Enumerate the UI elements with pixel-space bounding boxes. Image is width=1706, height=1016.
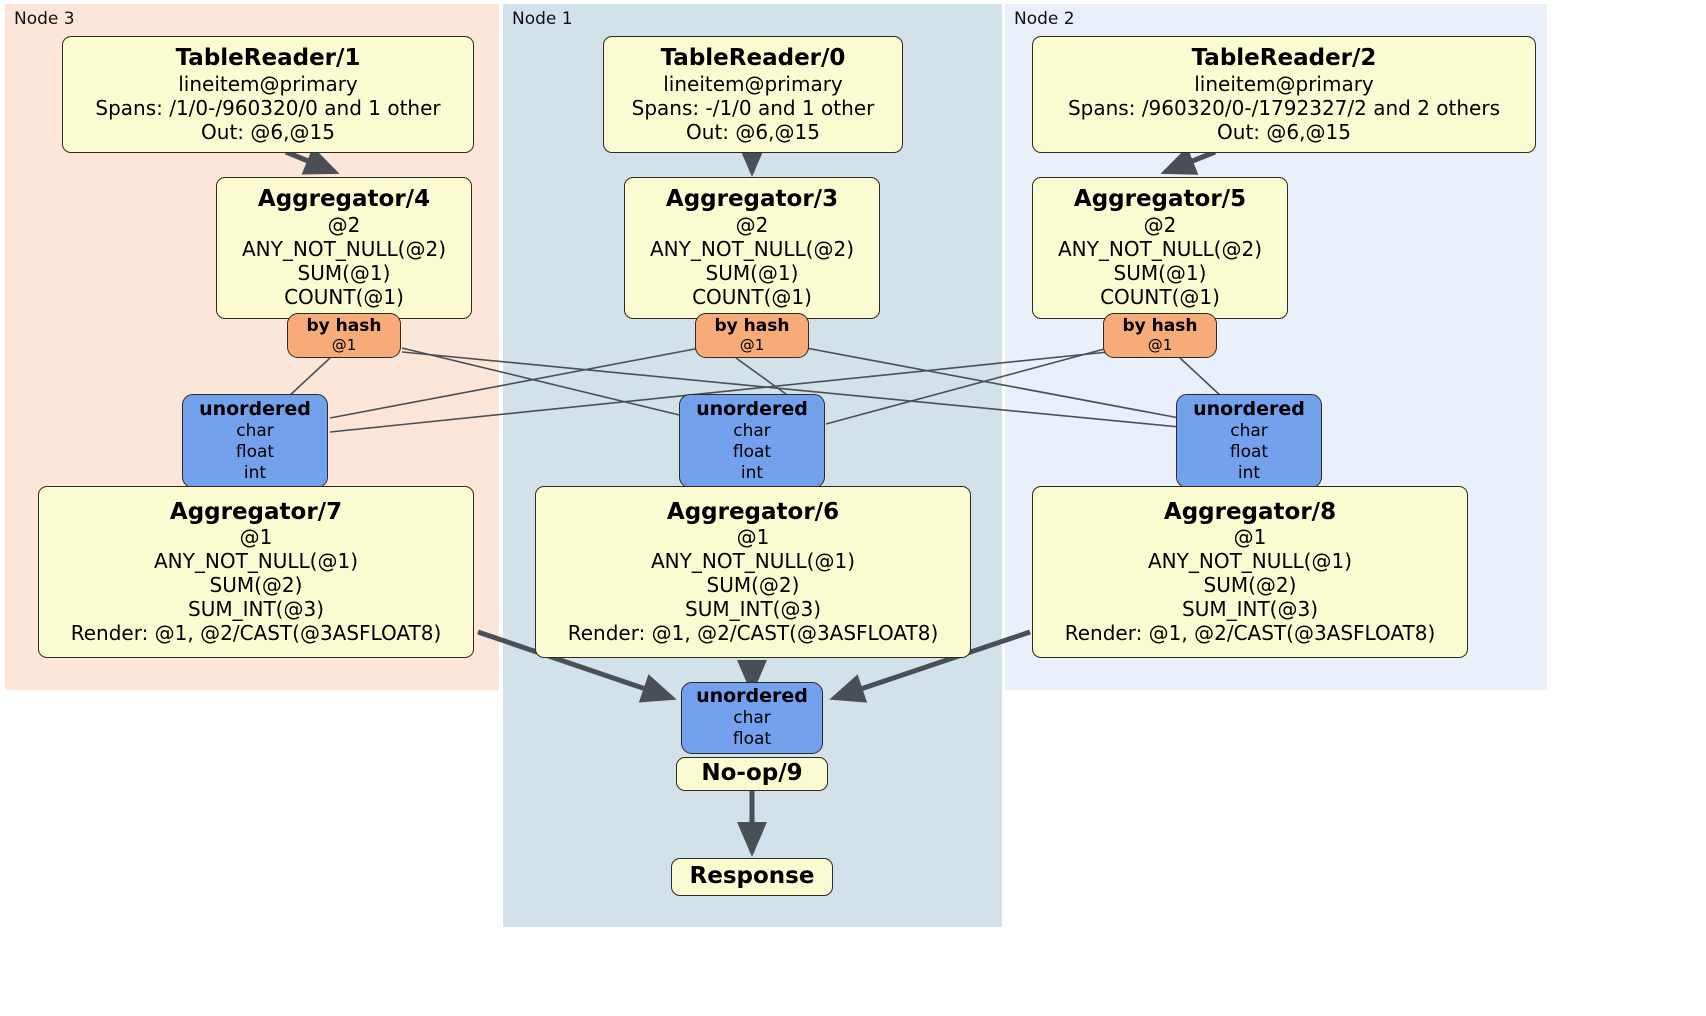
table-reader-2-out: Out: @6,@15 [1217, 119, 1351, 144]
synchronizer-node-1[interactable]: unordered char float int [679, 394, 825, 488]
aggregator-5-func-2: SUM(@1) [1113, 260, 1207, 285]
aggregator-4-title: Aggregator/4 [257, 186, 431, 212]
table-reader-2-spans: Spans: /960320/0-/1792327/2 and 2 others [1067, 95, 1500, 120]
panel-node-2-label: Node 2 [1014, 9, 1075, 29]
synchronizer-node-2[interactable]: unordered char float int [1176, 394, 1322, 488]
aggregator-8-title: Aggregator/8 [1163, 498, 1337, 525]
aggregator-5-box[interactable]: Aggregator/5 @2 ANY_NOT_NULL(@2) SUM(@1)… [1032, 177, 1288, 319]
aggregator-3-func-3: COUNT(@1) [692, 284, 812, 309]
table-reader-0-out: Out: @6,@15 [686, 119, 820, 144]
table-reader-0-spans: Spans: -/1/0 and 1 other [631, 95, 875, 120]
synchronizer-node-3-title: unordered [199, 397, 311, 420]
panel-node-1-label: Node 1 [512, 9, 573, 29]
aggregator-8-box[interactable]: Aggregator/8 @1 ANY_NOT_NULL(@1) SUM(@2)… [1032, 486, 1468, 658]
aggregator-3-box[interactable]: Aggregator/3 @2 ANY_NOT_NULL(@2) SUM(@1)… [624, 177, 880, 319]
hash-router-node-3[interactable]: by hash @1 [287, 313, 401, 358]
aggregator-8-render: Render: @1, @2/CAST(@3ASFLOAT8) [1064, 621, 1436, 646]
aggregator-6-render: Render: @1, @2/CAST(@3ASFLOAT8) [567, 621, 939, 646]
aggregator-4-box[interactable]: Aggregator/4 @2 ANY_NOT_NULL(@2) SUM(@1)… [216, 177, 472, 319]
synchronizer-node-3-type-1: char [236, 420, 274, 441]
aggregator-3-title: Aggregator/3 [665, 186, 839, 212]
hash-router-node-3-title: by hash [306, 316, 382, 337]
hash-router-node-3-key: @1 [331, 335, 357, 354]
hash-router-node-2[interactable]: by hash @1 [1103, 313, 1217, 358]
aggregator-7-func-3: SUM_INT(@3) [188, 597, 324, 622]
table-reader-1-title: TableReader/1 [175, 45, 361, 72]
aggregator-8-group: @1 [1233, 525, 1267, 550]
aggregator-7-func-1: ANY_NOT_NULL(@1) [154, 549, 358, 574]
no-op-9-title: No-op/9 [701, 760, 803, 787]
aggregator-4-func-2: SUM(@1) [297, 260, 391, 285]
no-op-9-box[interactable]: No-op/9 [676, 757, 828, 791]
final-synchronizer-title: unordered [696, 685, 808, 708]
aggregator-8-func-1: ANY_NOT_NULL(@1) [1148, 549, 1352, 574]
aggregator-5-title: Aggregator/5 [1073, 186, 1247, 212]
final-synchronizer-type-2: float [732, 729, 772, 750]
synchronizer-node-1-title: unordered [696, 397, 808, 420]
table-reader-1-spans: Spans: /1/0-/960320/0 and 1 other [95, 95, 441, 120]
synchronizer-node-2-type-2: float [1229, 441, 1269, 462]
aggregator-4-func-1: ANY_NOT_NULL(@2) [242, 236, 446, 261]
final-synchronizer-type-1: char [733, 708, 771, 729]
response-box[interactable]: Response [671, 858, 833, 896]
aggregator-3-group: @2 [735, 212, 769, 237]
aggregator-7-group: @1 [239, 525, 273, 550]
aggregator-3-func-2: SUM(@1) [705, 260, 799, 285]
table-reader-2-source: lineitem@primary [1194, 71, 1374, 96]
synchronizer-node-2-type-1: char [1230, 420, 1268, 441]
aggregator-4-group: @2 [327, 212, 361, 237]
hash-router-node-2-title: by hash [1122, 316, 1198, 337]
aggregator-7-title: Aggregator/7 [169, 498, 343, 525]
synchronizer-node-3[interactable]: unordered char float int [182, 394, 328, 488]
aggregator-6-box[interactable]: Aggregator/6 @1 ANY_NOT_NULL(@1) SUM(@2)… [535, 486, 971, 658]
table-reader-1-source: lineitem@primary [178, 71, 358, 96]
table-reader-2-title: TableReader/2 [1191, 45, 1377, 72]
aggregator-7-box[interactable]: Aggregator/7 @1 ANY_NOT_NULL(@1) SUM(@2)… [38, 486, 474, 658]
table-reader-0-box[interactable]: TableReader/0 lineitem@primary Spans: -/… [603, 36, 903, 153]
aggregator-7-func-2: SUM(@2) [209, 573, 303, 598]
synchronizer-node-3-type-2: float [235, 441, 275, 462]
aggregator-6-func-3: SUM_INT(@3) [685, 597, 821, 622]
hash-router-node-1[interactable]: by hash @1 [695, 313, 809, 358]
aggregator-4-func-3: COUNT(@1) [284, 284, 404, 309]
synchronizer-node-1-type-2: float [732, 441, 772, 462]
aggregator-6-func-1: ANY_NOT_NULL(@1) [651, 549, 855, 574]
panel-node-3-label: Node 3 [14, 9, 75, 29]
aggregator-7-render: Render: @1, @2/CAST(@3ASFLOAT8) [70, 621, 442, 646]
synchronizer-node-1-type-3: int [740, 463, 764, 484]
synchronizer-node-1-type-1: char [733, 420, 771, 441]
table-reader-0-source: lineitem@primary [663, 71, 843, 96]
table-reader-0-title: TableReader/0 [660, 45, 846, 72]
response-title: Response [689, 863, 815, 890]
aggregator-8-func-2: SUM(@2) [1203, 573, 1297, 598]
final-synchronizer[interactable]: unordered char float [681, 682, 823, 754]
aggregator-8-func-3: SUM_INT(@3) [1182, 597, 1318, 622]
table-reader-1-box[interactable]: TableReader/1 lineitem@primary Spans: /1… [62, 36, 474, 153]
aggregator-3-func-1: ANY_NOT_NULL(@2) [650, 236, 854, 261]
table-reader-1-out: Out: @6,@15 [201, 119, 335, 144]
hash-router-node-1-title: by hash [714, 316, 790, 337]
aggregator-6-func-2: SUM(@2) [706, 573, 800, 598]
aggregator-5-func-3: COUNT(@1) [1100, 284, 1220, 309]
table-reader-2-box[interactable]: TableReader/2 lineitem@primary Spans: /9… [1032, 36, 1536, 153]
aggregator-6-group: @1 [736, 525, 770, 550]
synchronizer-node-2-title: unordered [1193, 397, 1305, 420]
aggregator-5-group: @2 [1143, 212, 1177, 237]
aggregator-6-title: Aggregator/6 [666, 498, 840, 525]
aggregator-5-func-1: ANY_NOT_NULL(@2) [1058, 236, 1262, 261]
hash-router-node-1-key: @1 [739, 335, 765, 354]
synchronizer-node-3-type-3: int [243, 463, 267, 484]
synchronizer-node-2-type-3: int [1237, 463, 1261, 484]
hash-router-node-2-key: @1 [1147, 335, 1173, 354]
